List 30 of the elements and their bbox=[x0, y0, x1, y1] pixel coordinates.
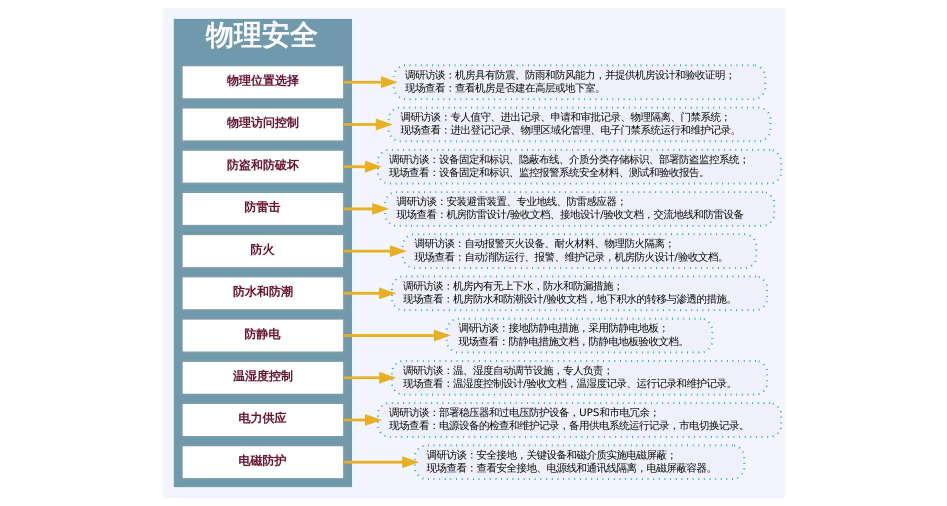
arrow bbox=[344, 372, 396, 384]
arrow bbox=[344, 202, 389, 215]
node-box: 调研访谈：机房内有无上下水，防水和防漏措施； 现场查看：机房防水和防潮设计/验收文档，地下积水的转移与渗透的措施。 bbox=[390, 276, 768, 312]
node-box: 防静电 bbox=[180, 318, 344, 354]
node-box: 防火 bbox=[180, 233, 344, 269]
node-box: 温湿度控制 bbox=[180, 360, 344, 396]
node-box: 调研访谈：专人值守、进出记录、申请和审批记录、物理隔离、门禁系统； 现场查看：进出登记记录、物理区域化管理、电子门禁系统运行和维护记录。 bbox=[387, 106, 771, 142]
node-box: 调研访谈：安全接地，关键设备和磁介质实施电磁屏蔽； 现场查看：查看安全接地、电源线和通讯线隔离，电磁屏蔽容器。 bbox=[413, 444, 745, 480]
arrow bbox=[344, 287, 396, 300]
node-box: 防雷击 bbox=[180, 191, 344, 227]
arrow bbox=[344, 118, 392, 130]
node-box: 电磁防护 bbox=[180, 444, 344, 480]
arrow bbox=[344, 160, 382, 173]
node-box: 调研访谈：接地防静电措施，采用防静电地板； 现场查看：防静电措施文档，防静电地板验收文档。 bbox=[445, 318, 713, 354]
arrow bbox=[344, 245, 406, 258]
node-box: 物理位置选择 bbox=[180, 64, 344, 100]
node-box: 防盗和防破坏 bbox=[180, 148, 344, 185]
node-box: 调研访谈：温、湿度自动调节设施，专人负责； 现场查看：温湿度控制设计/验收文档，温湿度记录、运行记录和维护记录。 bbox=[390, 360, 768, 396]
node-box: 调研访谈：部署稳压器和过电压防护设备，UPS和市电冗余； 现场查看：电源设备的检查和维护记录，备用供电系统运行记录，市电切换记录。 bbox=[376, 402, 782, 438]
node-box: 调研访谈：自动报警灭火设备、耐火材料、物理防火隔离； 现场查看：自动消防运行、报警、维护记录，机房防火设计/验收文档。 bbox=[401, 233, 757, 269]
node-box: 调研访谈：设备固定和标识、隐蔽布线、介质分类存储标识、部署防盗监控系统； 现场查看：设备固定和标识、监控报警系统安全材料、测试和验收报告。 bbox=[376, 148, 782, 185]
node-box: 调研访谈：安装避雷装置、专业地线、防雷感应器； 现场查看：机房防雷设计/验收文档、接地设计/验收文档，交流地线和防雷设备 bbox=[383, 191, 775, 227]
arrow bbox=[344, 330, 450, 342]
node-box: 防水和防潮 bbox=[180, 276, 344, 312]
arrow bbox=[344, 76, 398, 88]
node-box: 物理访问控制 bbox=[180, 106, 344, 142]
node-box: 电力供应 bbox=[180, 402, 344, 438]
node-box: 调研访谈：机房具有防震、防雨和防风能力，并提供机房设计和验收证明； 现场查看：查看机房是否建在高层或地下室。 bbox=[392, 64, 766, 100]
arrow bbox=[344, 414, 382, 426]
arrow bbox=[344, 456, 419, 468]
